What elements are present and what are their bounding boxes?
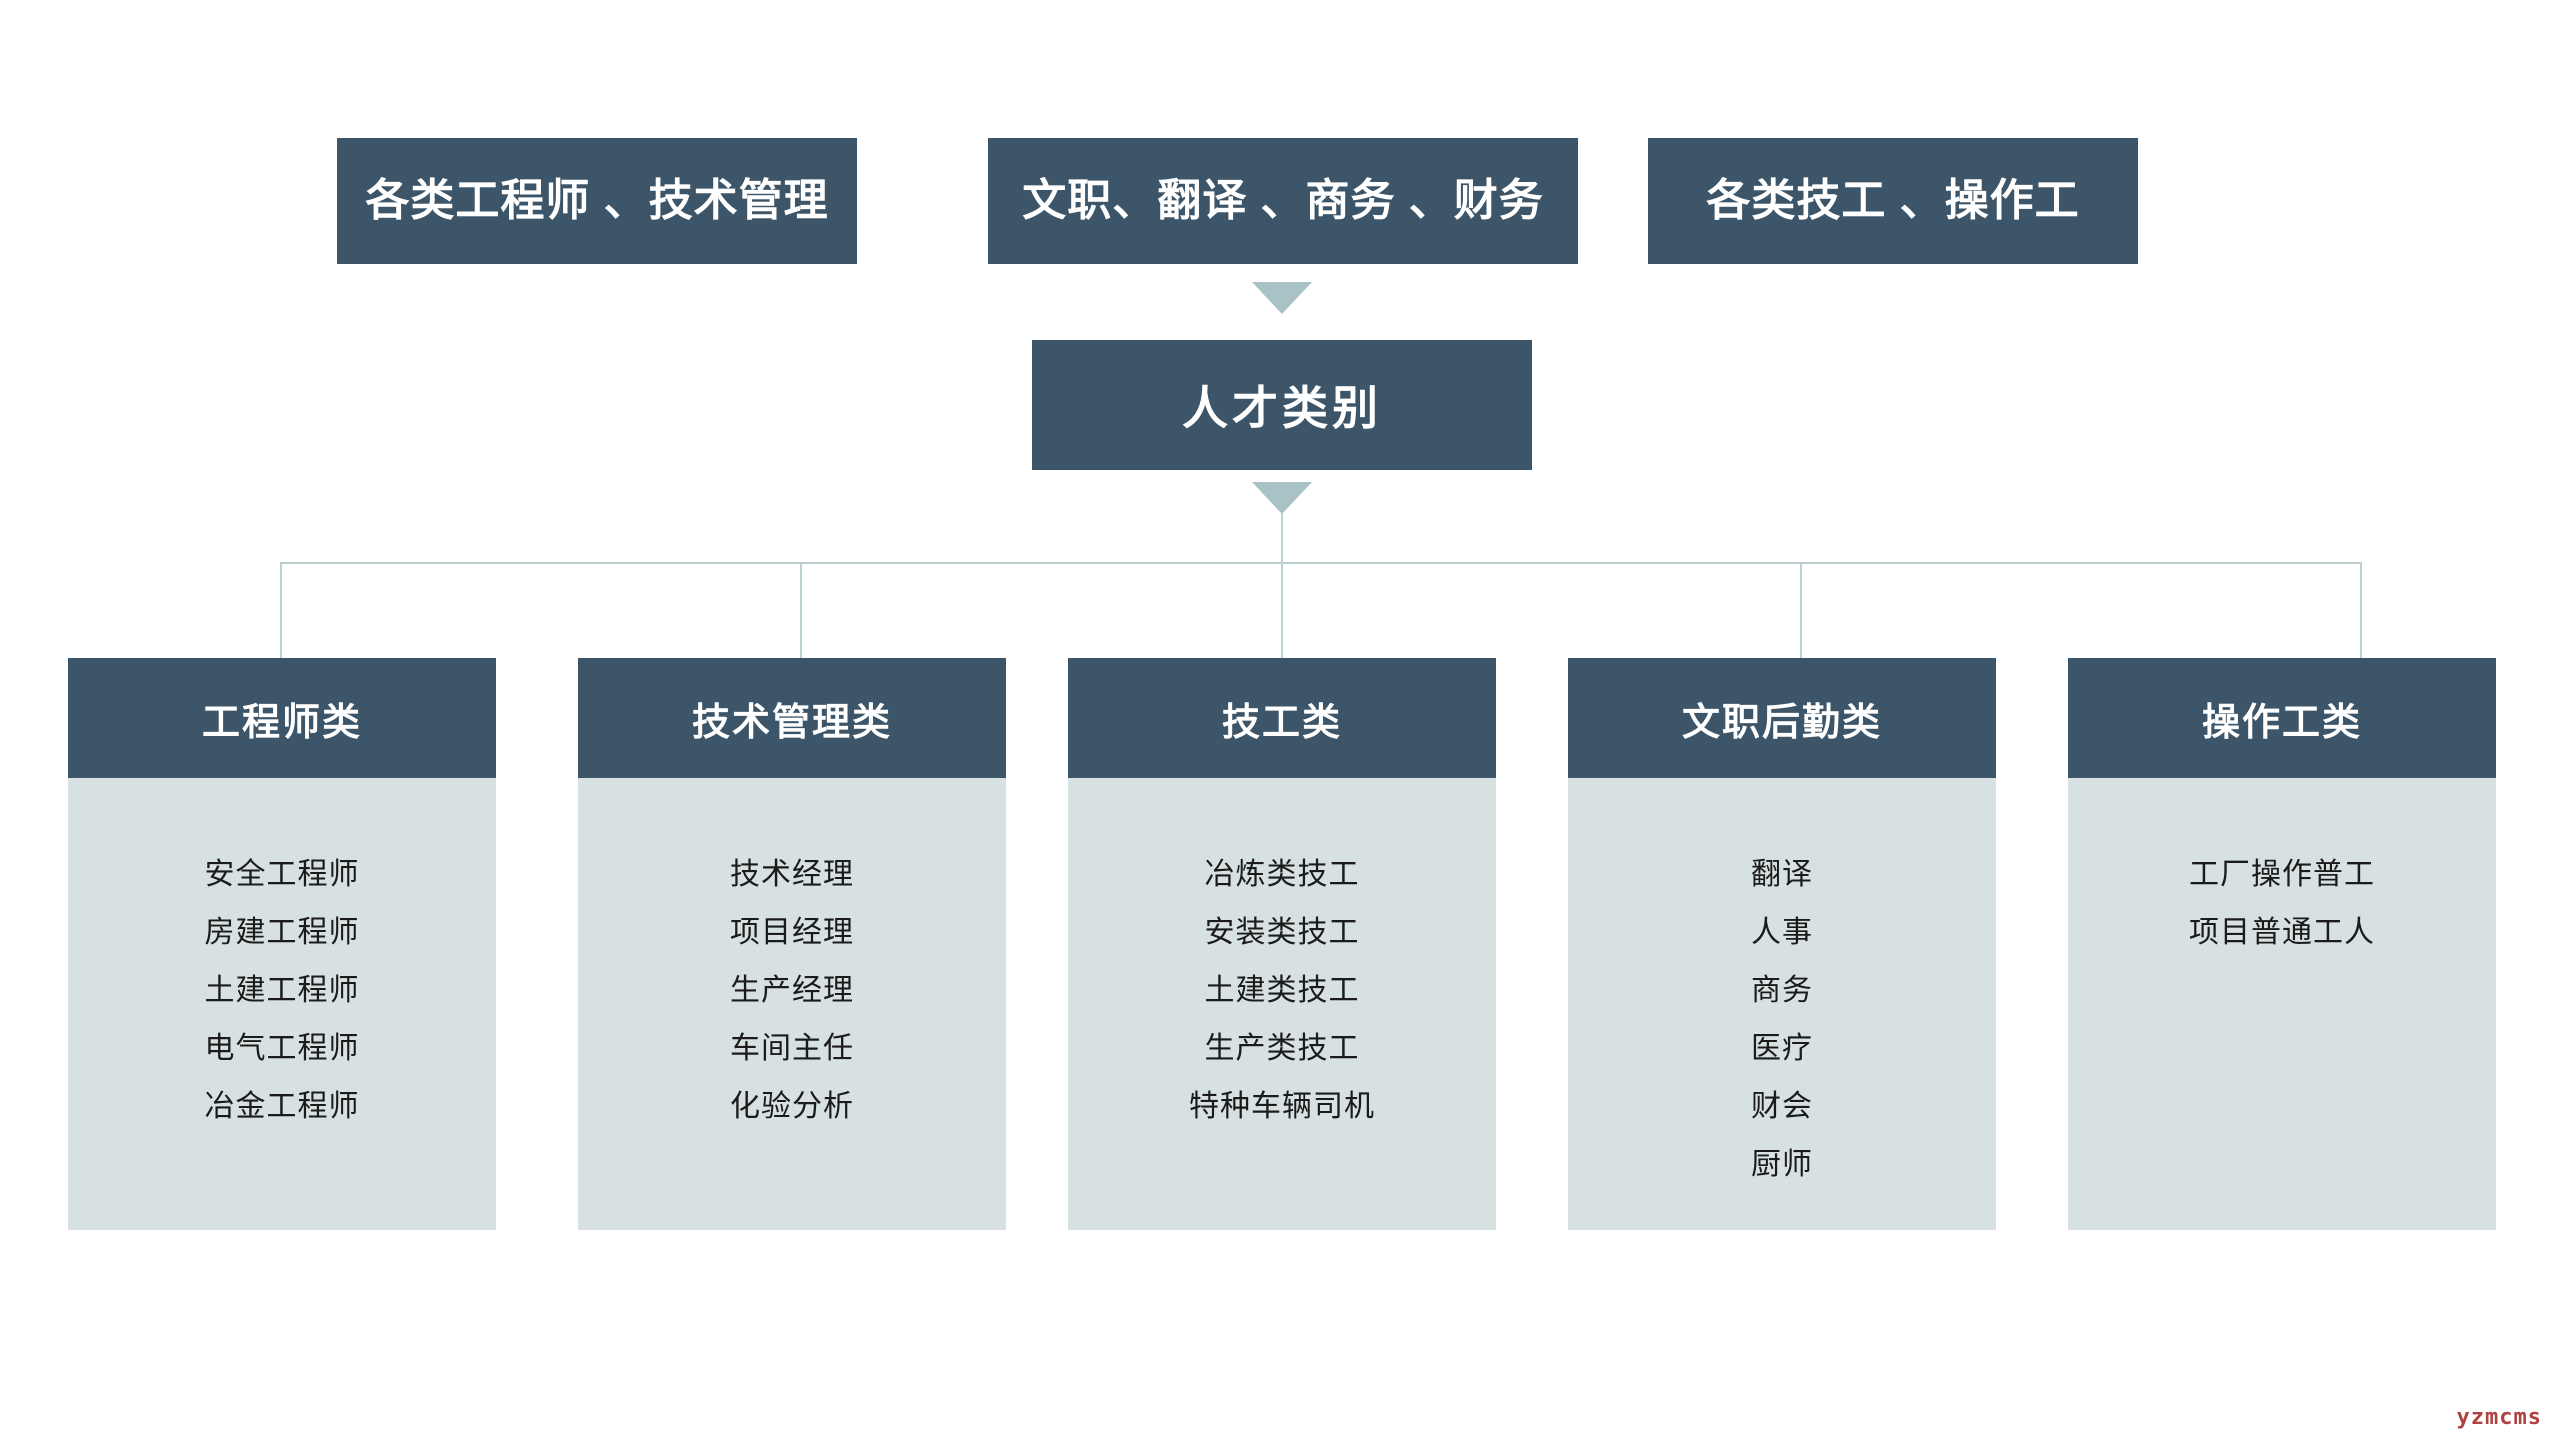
list-item: 医疗	[1751, 1031, 1813, 1066]
top-category-box-administrative: 文职、翻译 、商务 、财务	[988, 138, 1578, 264]
category-column-engineer: 工程师类 安全工程师 房建工程师 土建工程师 电气工程师 冶金工程师	[68, 658, 496, 1230]
category-column-header: 工程师类	[68, 658, 496, 778]
list-item: 安全工程师	[204, 857, 360, 892]
category-column-header: 技术管理类	[578, 658, 1006, 778]
top-category-box-technicians: 各类技工 、操作工	[1648, 138, 2138, 264]
list-item: 化验分析	[730, 1089, 854, 1124]
category-column-body: 安全工程师 房建工程师 土建工程师 电气工程师 冶金工程师	[68, 778, 496, 1230]
list-item: 工厂操作普工	[2189, 857, 2375, 892]
category-column-body: 翻译 人事 商务 医疗 财会 厨师	[1568, 778, 1996, 1230]
list-item: 人事	[1751, 915, 1813, 950]
center-node-talent-category: 人才类别	[1032, 340, 1532, 470]
connector-drop-3	[1281, 562, 1283, 662]
list-item: 技术经理	[730, 857, 854, 892]
list-item: 翻译	[1751, 857, 1813, 892]
category-column-administrative-logistics: 文职后勤类 翻译 人事 商务 医疗 财会 厨师	[1568, 658, 1996, 1230]
connector-drop-5	[2360, 562, 2362, 662]
list-item: 冶金工程师	[204, 1089, 360, 1124]
arrow-down-icon-to-branches	[1252, 482, 1312, 514]
category-column-body: 冶炼类技工 安装类技工 土建类技工 生产类技工 特种车辆司机	[1068, 778, 1496, 1230]
category-column-body: 工厂操作普工 项目普通工人	[2068, 778, 2496, 1230]
connector-drop-2	[800, 562, 802, 662]
list-item: 生产经理	[730, 973, 854, 1008]
list-item: 电气工程师	[204, 1031, 360, 1066]
connector-stem	[1281, 512, 1283, 564]
category-column-body: 技术经理 项目经理 生产经理 车间主任 化验分析	[578, 778, 1006, 1230]
connector-bus	[280, 562, 2362, 564]
list-item: 车间主任	[730, 1031, 854, 1066]
list-item: 厨师	[1751, 1147, 1813, 1182]
category-column-header: 文职后勤类	[1568, 658, 1996, 778]
arrow-down-icon-to-center	[1252, 282, 1312, 314]
category-column-technical-management: 技术管理类 技术经理 项目经理 生产经理 车间主任 化验分析	[578, 658, 1006, 1230]
list-item: 财会	[1751, 1089, 1813, 1124]
list-item: 项目普通工人	[2189, 915, 2375, 950]
list-item: 土建工程师	[204, 973, 360, 1008]
top-category-box-engineers: 各类工程师 、技术管理	[337, 138, 857, 264]
category-column-header: 技工类	[1068, 658, 1496, 778]
connector-drop-4	[1800, 562, 1802, 662]
watermark-label: yzmcms	[2456, 1405, 2542, 1430]
list-item: 商务	[1751, 973, 1813, 1008]
list-item: 冶炼类技工	[1204, 857, 1360, 892]
list-item: 土建类技工	[1204, 973, 1360, 1008]
category-column-skilled-worker: 技工类 冶炼类技工 安装类技工 土建类技工 生产类技工 特种车辆司机	[1068, 658, 1496, 1230]
list-item: 特种车辆司机	[1189, 1089, 1375, 1124]
list-item: 生产类技工	[1204, 1031, 1360, 1066]
connector-drop-1	[280, 562, 282, 662]
category-column-operator: 操作工类 工厂操作普工 项目普通工人	[2068, 658, 2496, 1230]
list-item: 项目经理	[730, 915, 854, 950]
list-item: 安装类技工	[1204, 915, 1360, 950]
list-item: 房建工程师	[204, 915, 360, 950]
category-column-header: 操作工类	[2068, 658, 2496, 778]
